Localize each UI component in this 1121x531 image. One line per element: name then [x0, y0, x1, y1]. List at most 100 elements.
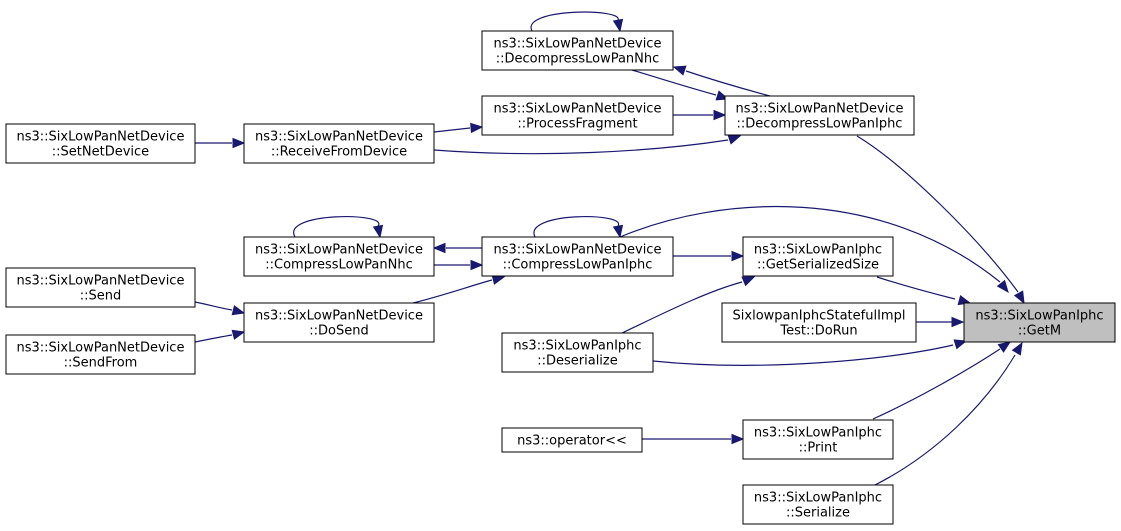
- node-box: [742, 484, 894, 525]
- node-box: [481, 30, 674, 71]
- node-label-line: ::DoSend: [309, 324, 368, 339]
- node-set-netdev[interactable]: ns3::SixLowPanNetDevice::SetNetDevice: [5, 123, 196, 164]
- node-label-line: ns3::SixLowPanNetDevice: [255, 130, 423, 145]
- node-box: [721, 302, 917, 343]
- node-decomp-nhc[interactable]: ns3::SixLowPanNetDevice::DecompressLowPa…: [481, 30, 674, 71]
- arrowhead-icon: [951, 316, 965, 328]
- node-box: [724, 95, 915, 136]
- arrowhead-icon: [612, 18, 624, 33]
- node-label-line: ::SendFrom: [64, 356, 138, 371]
- edge-line: [194, 301, 233, 311]
- node-label-line: ns3::SixLowPanNetDevice: [17, 130, 185, 145]
- arrowhead-icon: [1011, 341, 1023, 356]
- node-recv-dev[interactable]: ns3::SixLowPanNetDevice::ReceiveFromDevi…: [243, 123, 435, 164]
- arrowhead-icon: [996, 279, 1009, 294]
- node-label-line: ::Print: [799, 441, 838, 456]
- edge-do_send-to-comp_iphc: [412, 274, 506, 304]
- node-decomp-iphc[interactable]: ns3::SixLowPanNetDevice::DecompressLowPa…: [724, 95, 915, 136]
- node-getm[interactable]: ns3::SixLowPanIphc::GetM: [963, 302, 1116, 343]
- nodes: ns3::SixLowPanIphc::GetMns3::SixLowPanNe…: [5, 30, 1116, 525]
- node-label-line: ns3::SixLowPanIphc: [754, 426, 882, 441]
- arrowhead-icon: [727, 134, 742, 145]
- node-label-line: ns3::SixLowPanIphc: [975, 309, 1103, 324]
- edge-line: [293, 216, 380, 238]
- node-label-line: ns3::SixLowPanNetDevice: [494, 102, 662, 117]
- node-box: [5, 123, 196, 164]
- node-label-line: ::DecompressLowPanIphc: [737, 117, 903, 132]
- node-label-line: Test::DoRun: [779, 324, 857, 339]
- node-label-line: ::ProcessFragment: [517, 117, 637, 132]
- edges: [194, 11, 1025, 487]
- edge-decomp_nhc-to-decomp_iphc: [631, 69, 730, 101]
- arrowhead-icon: [731, 433, 745, 445]
- node-box: [963, 302, 1116, 343]
- arrowhead-icon: [672, 65, 687, 76]
- node-label-line: ::SetNetDevice: [52, 145, 149, 160]
- edge-line: [621, 281, 743, 334]
- edge-line: [533, 216, 619, 238]
- node-box: [243, 123, 435, 164]
- node-label-line: ::Serialize: [786, 506, 850, 521]
- arrowhead-icon: [231, 329, 246, 340]
- node-label-line: ::CompressLowPanNhc: [265, 258, 412, 273]
- arrowhead-icon: [997, 341, 1012, 353]
- edge-proc_frag-to-decomp_iphc: [673, 109, 727, 121]
- edge-stateful_test-to-getm: [916, 316, 965, 328]
- node-label-line: ns3::SixLowPanNetDevice: [255, 243, 423, 258]
- node-get-ser-size[interactable]: ns3::SixLowPanIphc::GetSerializedSize: [742, 236, 894, 277]
- edge-line: [631, 69, 717, 96]
- edge-line: [685, 70, 771, 97]
- node-send-from[interactable]: ns3::SixLowPanNetDevice::SendFrom: [5, 334, 196, 375]
- edge-comp_nhc-to-comp_iphc: [434, 259, 484, 271]
- node-comp-iphc[interactable]: ns3::SixLowPanNetDevice::CompressLowPanI…: [481, 236, 674, 277]
- arrowhead-icon: [432, 242, 446, 254]
- arrowhead-icon: [713, 109, 727, 121]
- arrowhead-icon: [231, 305, 246, 316]
- edge-deserialize-to-get_ser_size: [621, 276, 756, 334]
- arrowhead-icon: [1013, 290, 1025, 305]
- edge-line: [856, 135, 1019, 293]
- arrowhead-icon: [372, 224, 384, 239]
- node-proc-frag[interactable]: ns3::SixLowPanNetDevice::ProcessFragment: [481, 95, 674, 136]
- node-label-line: ns3::SixLowPanNetDevice: [494, 243, 662, 258]
- node-deserialize[interactable]: ns3::SixLowPanIphc::Deserialize: [501, 332, 654, 373]
- node-label-line: ::CompressLowPanIphc: [503, 258, 653, 273]
- node-send[interactable]: ns3::SixLowPanNetDevice::Send: [5, 267, 196, 308]
- edge-send-to-do_send: [194, 301, 246, 316]
- edge-get_ser_size-to-getm: [876, 276, 972, 306]
- node-comp-nhc[interactable]: ns3::SixLowPanNetDevice::CompressLowPanN…: [243, 236, 435, 277]
- edge-print-to-getm: [872, 341, 1012, 420]
- node-label-line: ::Send: [80, 289, 122, 304]
- node-do-send[interactable]: ns3::SixLowPanNetDevice::DoSend: [243, 302, 435, 343]
- edge-line: [530, 11, 619, 32]
- arrowhead-icon: [470, 122, 484, 134]
- node-box: [501, 332, 654, 373]
- edge-line: [194, 334, 233, 343]
- arrowhead-icon: [741, 276, 756, 287]
- node-label-line: ::ReceiveFromDevice: [271, 145, 407, 160]
- edge-line: [872, 354, 1016, 487]
- node-label-line: ns3::SixLowPanNetDevice: [736, 102, 904, 117]
- node-box: [5, 334, 196, 375]
- node-label-line: ::Deserialize: [537, 354, 618, 369]
- node-label-line: ns3::SixLowPanNetDevice: [17, 274, 185, 289]
- node-operator[interactable]: ns3::operator<<: [501, 427, 643, 453]
- edge-line: [652, 344, 954, 366]
- node-label-line: ::GetM: [1018, 324, 1061, 339]
- node-serialize[interactable]: ns3::SixLowPanIphc::Serialize: [742, 484, 894, 525]
- edge-line: [872, 348, 1001, 420]
- arrowhead-icon: [953, 339, 968, 350]
- edge-recv_dev-to-proc_frag: [433, 122, 484, 134]
- arrowhead-icon: [470, 259, 484, 271]
- node-label-line: ns3::operator<<: [517, 434, 627, 449]
- edge-comp_iphc-to-comp_nhc: [432, 242, 482, 254]
- node-label-line: ::DecompressLowPanNhc: [496, 52, 660, 67]
- node-print[interactable]: ns3::SixLowPanIphc::Print: [742, 419, 894, 460]
- node-label-line: ns3::SixLowPanNetDevice: [17, 341, 185, 356]
- edge-send_from-to-do_send: [194, 329, 246, 343]
- edge-line: [876, 276, 956, 300]
- node-label-line: ns3::SixLowPanNetDevice: [494, 37, 662, 52]
- edge-line: [412, 279, 493, 304]
